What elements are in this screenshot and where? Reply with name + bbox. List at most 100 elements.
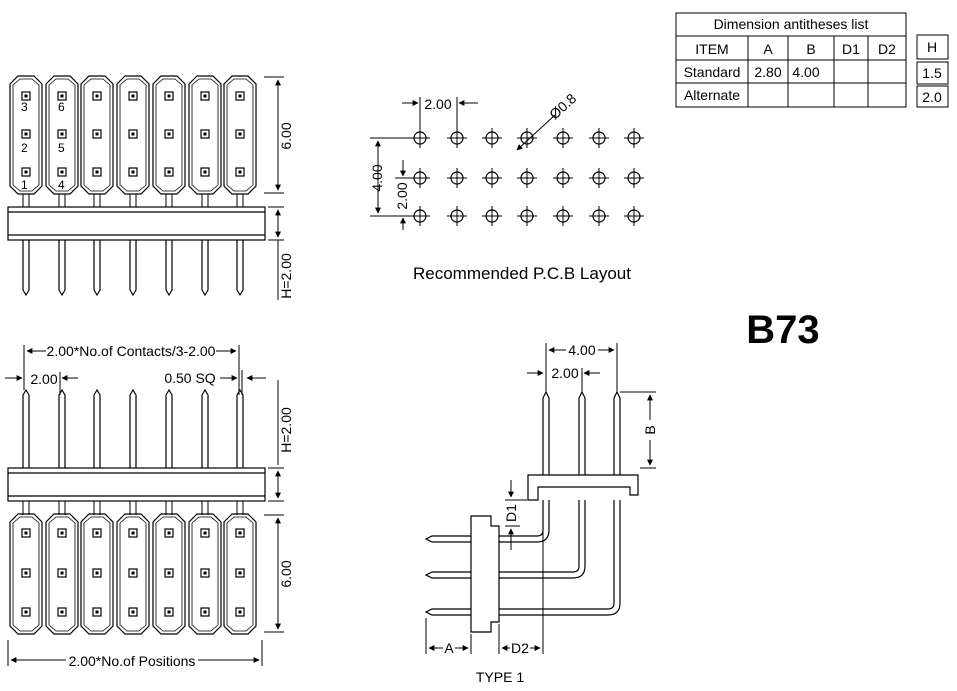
pin-square-core [95,132,99,136]
table-header-a: A [763,41,773,57]
housing-body [152,513,186,635]
pin-square-core [167,531,171,535]
pcb-row-span-label: 4.00 [369,164,385,191]
front-view-base [7,467,266,502]
pin-number-5: 5 [58,141,65,155]
pin-square-core [203,610,207,614]
housing-body [45,75,79,195]
pin-square-core [131,571,135,575]
pcb-hole-label: Ø0.8 [546,90,579,122]
pin-square-core [238,132,242,136]
table-header-d1: D1 [842,41,860,57]
h-table [916,34,949,108]
dimension-table-title: Dimension antitheses list [714,16,869,32]
housing-body [45,513,79,635]
pin-square-core [131,170,135,174]
front-positions-label: 2.00*No.of Positions [69,653,196,669]
pin-square-core [203,170,207,174]
top-view-housings [9,75,257,195]
housing-body [9,513,43,635]
pin-square-core [167,132,171,136]
table-header-d2: D2 [878,41,896,57]
pin-square [21,167,31,177]
part-code: B73 [746,308,819,352]
front-view-housings [9,513,257,635]
pin-square [164,607,174,617]
pin-square [200,528,210,538]
pin-square [235,528,245,538]
table-header-b: B [806,41,815,57]
housing-inner-outline [155,78,183,192]
pin-square [128,91,138,101]
side-d1-label: D1 [503,504,519,522]
h-table-header: H [927,39,937,55]
pin-top [93,388,101,468]
front-view-dimensions [5,345,284,666]
front-contacts-label: 2.00*No.of Contacts/3-2.00 [47,343,216,359]
pin-square [128,568,138,578]
housing-inner-outline [191,516,219,632]
pin-square [235,129,245,139]
pin-square-core [238,571,242,575]
pin-square [164,568,174,578]
pin-square-core [24,610,28,614]
housing-body [223,75,257,195]
pin-top [165,388,173,468]
pin-square-core [203,132,207,136]
pin-square-core [24,571,28,575]
top-view-base [7,206,266,241]
pin-square-core [95,571,99,575]
top-view-h-label: H=2.00 [278,253,294,299]
pin-square-core [131,610,135,614]
pin-square [21,91,31,101]
pin-square-core [131,531,135,535]
pin-square [200,607,210,617]
pin-square [57,568,67,578]
housing-body [116,513,150,635]
pcb-caption: Recommended P.C.B Layout [413,264,631,283]
table-cell-alternate-item: Alternate [684,87,740,103]
pcb-row-pitch-label: 2.00 [394,182,410,209]
pin-square [164,167,174,177]
housing-body [80,513,114,635]
pin-square [235,568,245,578]
table-header-item: ITEM [695,41,728,57]
pin-square [164,129,174,139]
pin-number-2: 2 [21,141,28,155]
housing-body [188,75,222,195]
front-sq-label: 0.50 SQ [164,370,215,386]
pin-top [129,388,137,468]
pin-top [201,388,209,468]
front-pitch-label: 2.00 [30,371,57,387]
table-cell-standard-b: 4.00 [792,64,819,80]
side-span-label: 4.00 [568,342,595,358]
pin-square-core [238,610,242,614]
pin-square-core [167,571,171,575]
pin-top [22,388,30,468]
pin-square-core [95,170,99,174]
housing-inner-outline [119,78,147,192]
housing-inner-outline [226,516,254,632]
pin-square-core [203,531,207,535]
front-view-pins [22,388,244,515]
pin-square [164,528,174,538]
table-cell-standard-item: Standard [684,64,741,80]
housing-inner-outline [155,516,183,632]
pin-number-3: 3 [21,100,28,114]
housing-body [80,75,114,195]
pin-square-core [24,170,28,174]
pin-square-core [167,170,171,174]
pin-tail [93,240,101,297]
pin-square [128,129,138,139]
housing-inner-outline [12,516,40,632]
side-caption: TYPE 1 [476,669,524,685]
housing-inner-outline [48,516,76,632]
pin-square-core [131,132,135,136]
pin-square [21,528,31,538]
pin-square [235,91,245,101]
pin-tail [22,240,30,297]
housing-body [152,75,186,195]
front-h-label: H=2.00 [278,407,294,453]
pin-number-1: 1 [21,178,28,192]
pin-square [92,91,102,101]
